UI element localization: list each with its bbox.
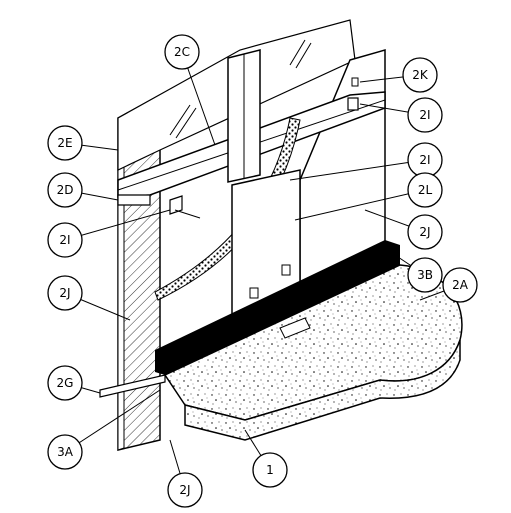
callout-label: 2I <box>59 233 70 247</box>
callout-2j-bottom: 2J <box>167 439 203 508</box>
callout-label: 2K <box>412 68 429 82</box>
callout-2g: 2G <box>47 365 101 401</box>
callout-leader <box>289 159 426 181</box>
callout-label: 2I <box>419 108 430 122</box>
callout-circle <box>47 125 83 161</box>
callout-2a: 2A <box>419 267 478 303</box>
callout-3a: 3A <box>47 389 161 470</box>
vertical-stud <box>227 49 261 183</box>
callout-circle <box>407 97 443 133</box>
callout-label: 2I <box>419 153 430 167</box>
callout-leader <box>64 389 161 453</box>
callout-label: 2J <box>179 483 190 497</box>
callout-circle <box>47 434 83 470</box>
callout-2i-mid: 2I <box>289 142 443 181</box>
callout-1: 1 <box>244 429 288 488</box>
callout-2l: 2L <box>294 172 443 221</box>
callout-2i-top: 2I <box>359 97 443 133</box>
callout-circle <box>402 57 438 93</box>
callout-2i-left: 2I <box>47 209 171 258</box>
insulation-board <box>154 117 301 301</box>
callout-2k: 2K <box>359 57 438 93</box>
callout-2d: 2D <box>47 172 119 208</box>
clip-anchor-right <box>347 77 359 111</box>
callout-label: 3B <box>417 268 433 282</box>
callout-label: 2J <box>419 225 430 239</box>
callout-label: 2E <box>57 136 72 150</box>
callout-leader <box>294 189 426 221</box>
callout-label: 2G <box>57 376 74 390</box>
callout-leader <box>64 209 171 241</box>
callout-label: 2L <box>418 183 433 197</box>
callout-circle <box>47 222 83 258</box>
callout-circle <box>252 452 288 488</box>
callout-circle <box>47 172 83 208</box>
callout-2c: 2C <box>164 34 216 146</box>
callout-label: 2C <box>174 45 190 59</box>
callout-label: 2D <box>57 183 74 197</box>
anchor-rod <box>99 374 166 398</box>
callout-circle <box>164 34 200 70</box>
callout-label: 3A <box>57 445 74 459</box>
callout-2j-right: 2J <box>364 209 443 250</box>
callout-3b: 3B <box>394 254 443 293</box>
callout-2j-left: 2J <box>47 275 131 321</box>
callout-circle <box>407 214 443 250</box>
callout-label: 2J <box>59 286 70 300</box>
membrane-strip <box>155 240 400 375</box>
callout-label: 2A <box>452 278 469 292</box>
callout-circle <box>407 172 443 208</box>
callout-circle <box>47 275 83 311</box>
callout-2e: 2E <box>47 125 119 161</box>
callout-circle <box>167 472 203 508</box>
callout-circle <box>407 257 443 293</box>
callout-circle <box>442 267 478 303</box>
callout-layer: 2C 2K 2I 2E 2I 2L 2D 2J 2I 3B 2A 2J 2G 3A 1 2J <box>47 34 478 508</box>
callout-circle <box>47 365 83 401</box>
clip-anchor-left <box>169 195 201 219</box>
callout-label: 1 <box>266 463 274 477</box>
